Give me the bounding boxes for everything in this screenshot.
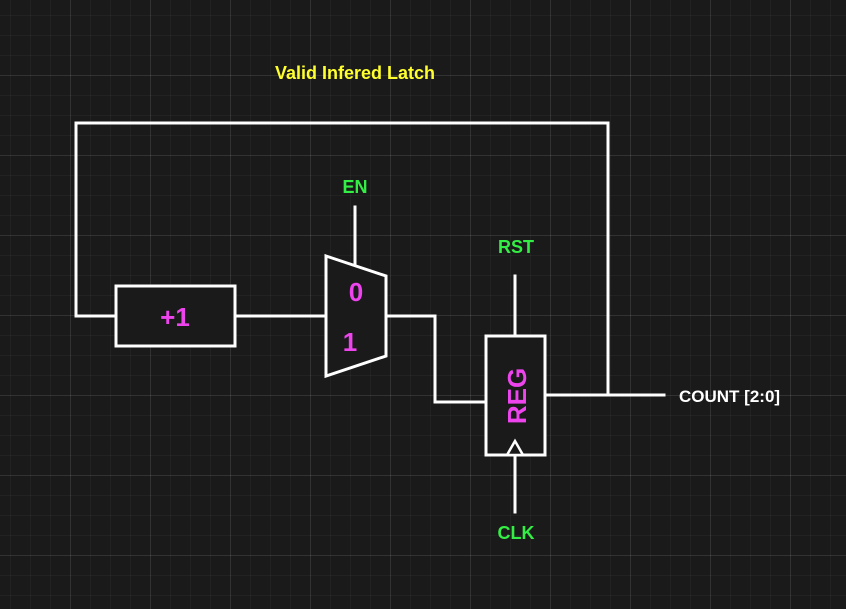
clock-label: CLK [498,523,535,543]
register: REG [484,334,547,457]
incrementer-block: +1 [114,284,237,348]
enable-label: EN [342,177,367,197]
register-label: REG [502,368,532,424]
mux-to-register-wire [384,314,488,404]
clock-edge-icon [504,438,526,457]
mux-input-0-label: 0 [349,277,363,307]
mux-input-1-label: 1 [343,327,357,357]
output-label: COUNT [2:0] [679,387,780,406]
multiplexer: 0 1 [324,253,388,379]
incrementer-box [114,284,237,348]
reset-label: RST [498,237,534,257]
multiplexer-body [324,253,388,379]
diagram-title: Valid Infered Latch [275,63,435,83]
feedback-wire [74,121,610,397]
incrementer-label: +1 [160,302,190,332]
register-box [484,334,547,457]
